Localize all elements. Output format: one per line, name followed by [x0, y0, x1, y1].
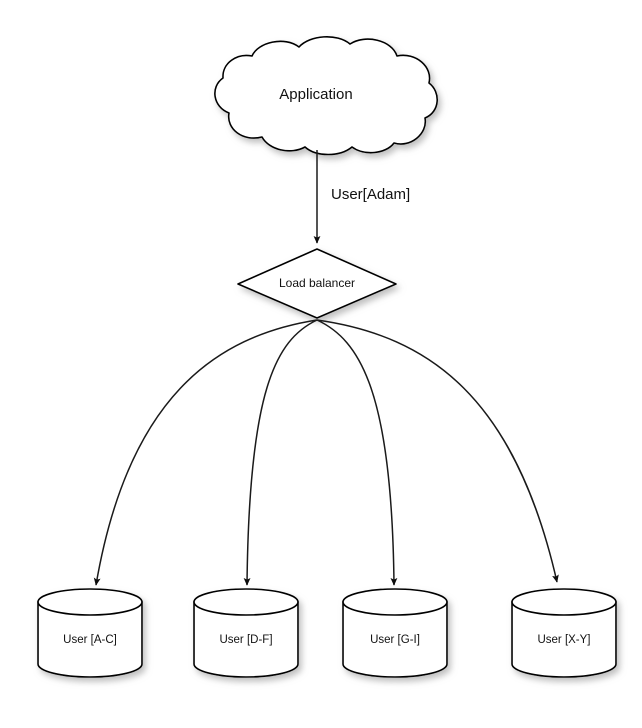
edge-balancer-to-db-3 [316, 319, 398, 586]
node-database-4[interactable]: User [X-Y] [511, 588, 617, 678]
node-load-balancer[interactable]: Load balancer [237, 248, 397, 319]
application-label: Application [279, 86, 352, 103]
node-database-3[interactable]: User [G-I] [342, 588, 448, 678]
node-database-2[interactable]: User [D-F] [193, 588, 299, 678]
edge-balancer-to-db-4 [316, 319, 559, 583]
node-database-1[interactable]: User [A-C] [37, 588, 143, 678]
database-3-label: User [G-I] [370, 634, 420, 646]
edge-app-to-balancer-label: User[Adam] [331, 186, 410, 203]
edge-app-to-balancer: User[Adam] [313, 150, 410, 244]
load-balancer-label: Load balancer [279, 276, 355, 290]
database-1-label: User [A-C] [63, 634, 117, 646]
edge-balancer-to-db-1-path [93, 319, 318, 586]
edge-balancer-to-db-3-path [316, 319, 398, 586]
edge-balancer-to-db-1 [93, 319, 318, 586]
database-4-label: User [X-Y] [537, 634, 590, 646]
edge-balancer-to-db-2 [243, 319, 318, 586]
edge-balancer-to-db-2-path [243, 319, 318, 586]
database-2-label: User [D-F] [219, 634, 272, 646]
edge-balancer-to-db-4-path [316, 319, 559, 583]
node-application-cloud[interactable]: Application [214, 36, 438, 156]
